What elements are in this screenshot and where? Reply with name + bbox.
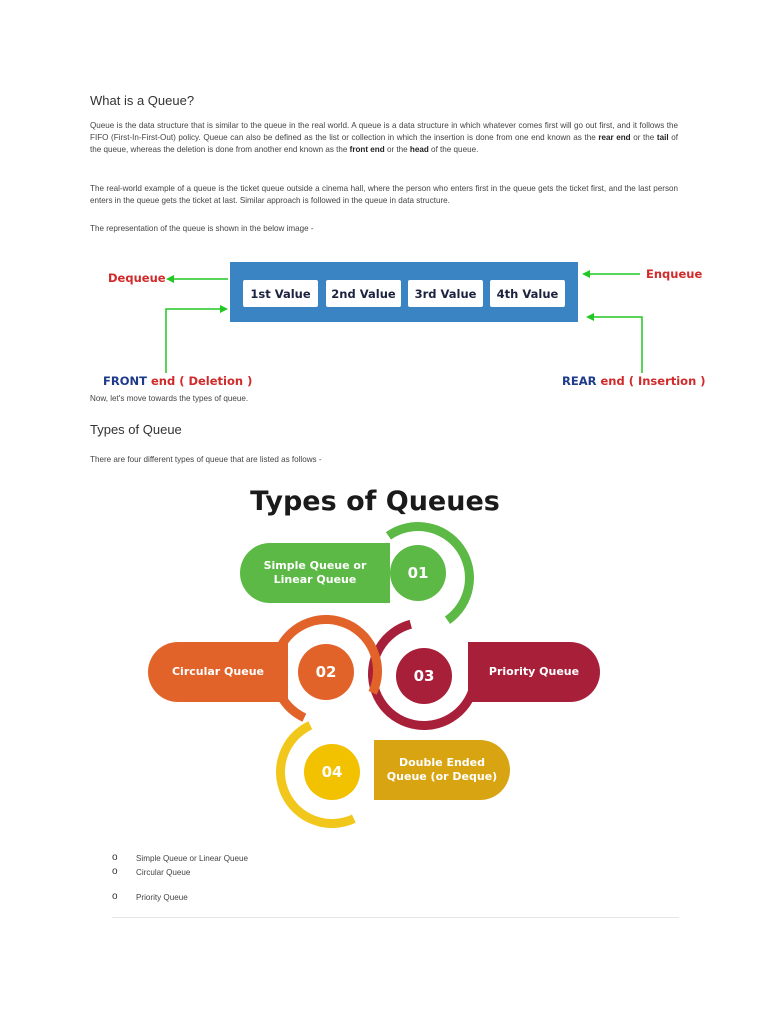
term-front-end: front end [349, 145, 385, 154]
rear-arrowhead [586, 313, 594, 321]
paragraph-text: or the [630, 133, 657, 142]
front-arrow [165, 308, 224, 373]
front-end-text: end ( Deletion ) [150, 374, 253, 388]
term-head: head [409, 145, 429, 154]
pill-deque-line2: Queue (or Deque) [386, 770, 498, 783]
front-word: FRONT [103, 374, 147, 388]
pill-simple-queue-line1: Simple Queue or [263, 559, 367, 572]
dequeue-label: Dequeue [108, 271, 166, 285]
queue-cell-3: 3rd Value [408, 280, 483, 307]
queue-cell-2: 2nd Value [326, 280, 401, 307]
queue-diagram: 1st Value 2nd Value 3rd Value 4th Value … [100, 255, 706, 395]
paragraph-text: Queue is the data structure that is simi… [90, 121, 678, 142]
dequeue-arrowhead [166, 275, 174, 283]
paragraph-definition: Queue is the data structure that is simi… [90, 120, 678, 156]
rear-word: REAR [562, 374, 597, 388]
paragraph-text: or the [384, 145, 410, 154]
queue-cell-4: 4th Value [490, 280, 565, 307]
list-item-text: Circular Queue [136, 868, 191, 877]
enqueue-label: Enqueue [646, 267, 703, 281]
number-circle-02: 02 [298, 644, 354, 700]
rear-end-text: end ( Insertion ) [600, 374, 706, 388]
list-item: o Circular Queue [112, 866, 679, 877]
list-bullet: o [112, 866, 118, 877]
list-item: o Simple Queue or Linear Queue [112, 852, 679, 863]
paragraph-representation: The representation of the queue is shown… [90, 224, 314, 233]
paragraph-text: of the queue, whereas the deletion is do… [90, 133, 678, 154]
pill-priority-queue-label: Priority Queue [488, 665, 580, 678]
front-end-label: FRONT end ( Deletion ) [103, 374, 252, 388]
list-item-text: Simple Queue or Linear Queue [136, 854, 249, 863]
queue-box: 1st Value 2nd Value 3rd Value 4th Value [230, 262, 578, 322]
pill-circular-queue-label: Circular Queue [171, 665, 264, 678]
number-circle-04: 04 [304, 744, 360, 800]
term-tail: tail [656, 133, 669, 142]
divider [112, 917, 679, 918]
front-arrowhead [220, 305, 228, 313]
pill-simple-queue-line2: Linear Queue [273, 573, 357, 586]
pill-priority-queue: Priority Queue [468, 642, 600, 702]
list-item: o Priority Queue [112, 891, 679, 902]
rear-arrow [590, 316, 643, 373]
queue-arrows [165, 270, 643, 373]
rear-end-label: REAR end ( Insertion ) [562, 374, 706, 388]
pill-deque-line1: Double Ended [398, 756, 485, 769]
list-bullet: o [112, 891, 118, 902]
paragraph-real-world: The real-world example of a queue is the… [90, 184, 678, 205]
term-rear-end: rear end [598, 133, 631, 142]
infographic-title: Types of Queues [250, 486, 500, 517]
heading-types-of-queue: Types of Queue [90, 422, 182, 437]
enqueue-arrowhead [582, 270, 590, 278]
paragraph-text: of the queue. [428, 145, 479, 154]
number-circle-01: 01 [390, 545, 446, 601]
list-item-text: Priority Queue [136, 893, 188, 902]
paragraph-types-intro: There are four different types of queue … [90, 455, 322, 464]
heading-what-is-queue: What is a Queue? [90, 93, 195, 108]
pill-circular-queue: Circular Queue [148, 642, 288, 702]
queue-cell-1: 1st Value [243, 280, 318, 307]
number-circle-03: 03 [396, 648, 452, 704]
list-bullet: o [112, 852, 118, 863]
paragraph-move-on: Now, let's move towards the types of que… [90, 394, 249, 403]
